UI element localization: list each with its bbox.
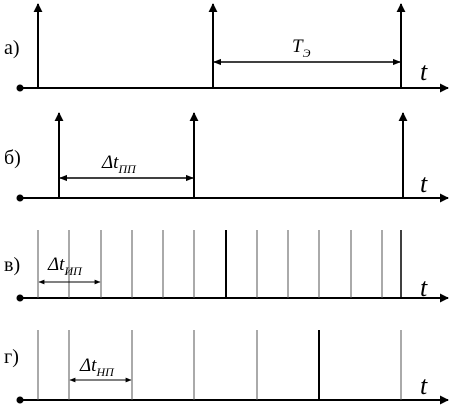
panel-b-label: б) (4, 147, 21, 169)
panel-a: а) t TЭ (4, 3, 449, 93)
panel-v-label: в) (4, 254, 20, 276)
panel-b: б) t ΔtПП (4, 112, 449, 203)
panel-g: г) t ΔtНП (4, 330, 449, 405)
panel-b-interval-annotation: ΔtПП (101, 152, 137, 176)
panel-b-axis-label: t (420, 169, 428, 198)
panel-g-label: г) (4, 346, 19, 368)
panel-a-label: а) (4, 37, 20, 59)
panel-v: в) t ΔtИП (4, 230, 449, 303)
panel-g-axis-label: t (420, 371, 428, 400)
panel-g-interval-annotation: ΔtНП (79, 355, 115, 379)
panel-v-interval-annotation: ΔtИП (47, 254, 83, 278)
panel-a-axis-label: t (420, 57, 428, 86)
panel-a-period-annotation: TЭ (292, 36, 311, 60)
panel-v-axis-label: t (420, 273, 428, 302)
